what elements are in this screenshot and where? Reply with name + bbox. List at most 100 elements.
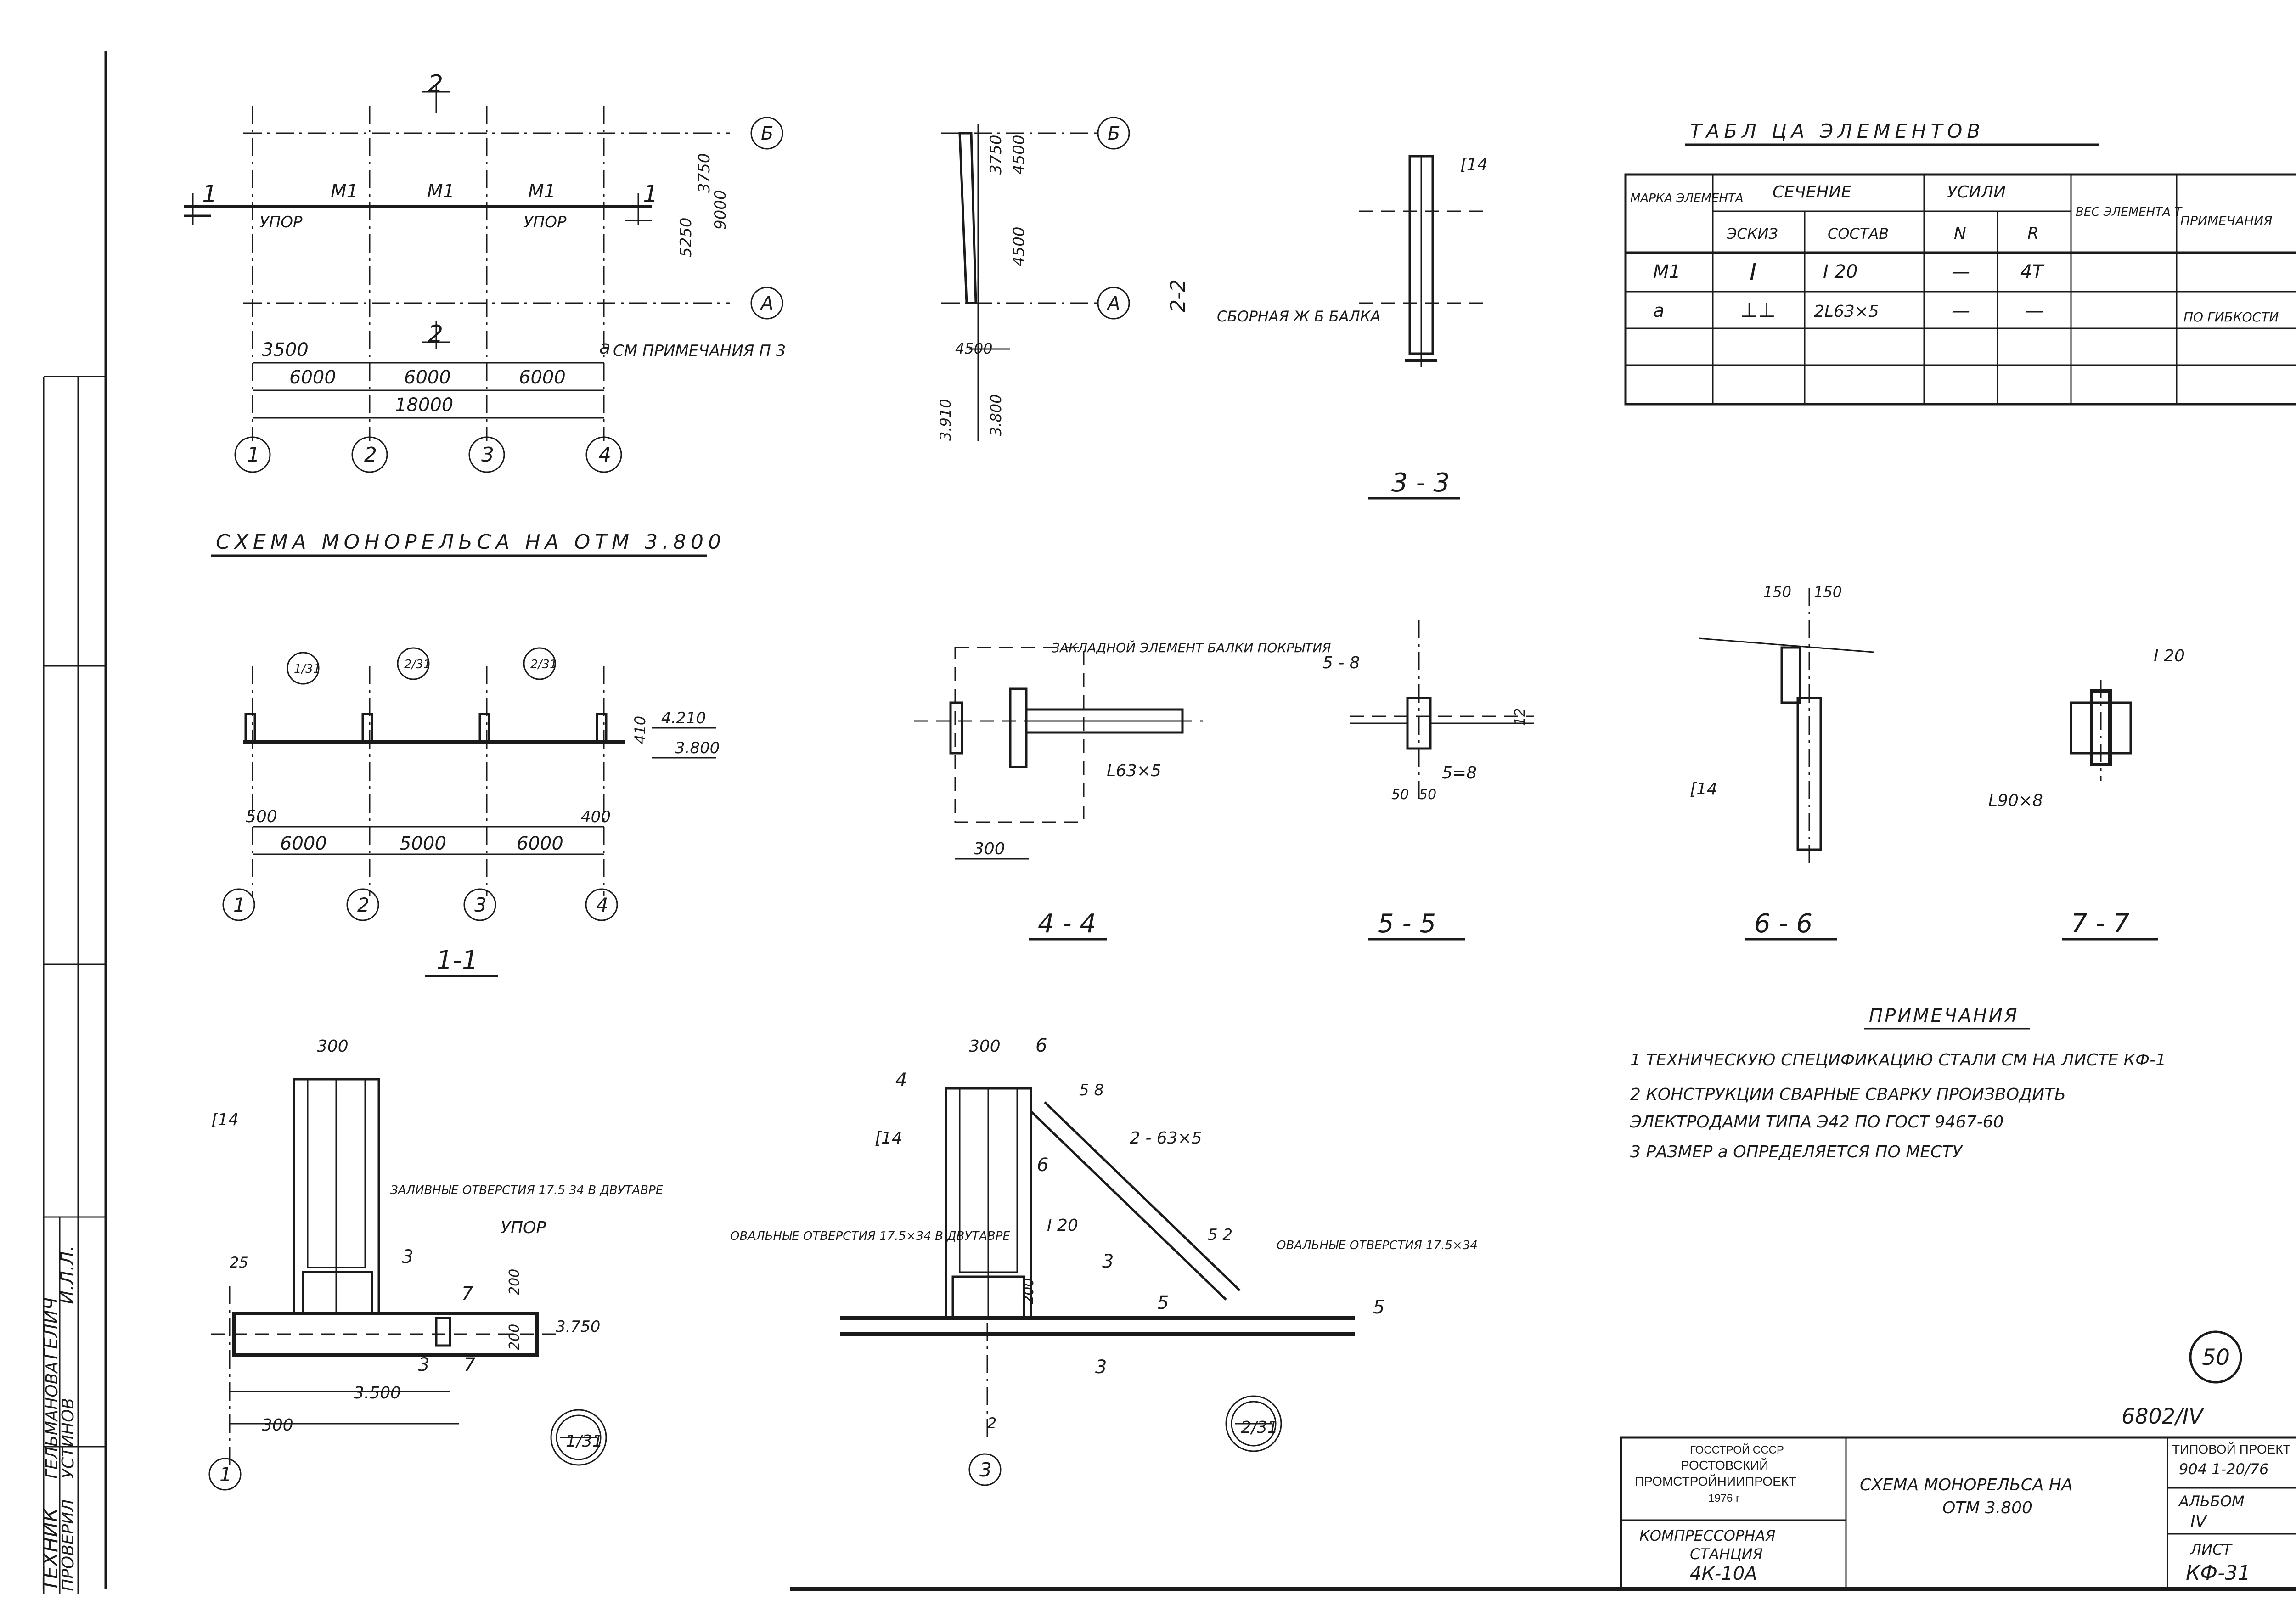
note-2b: ЭЛЕКТРОДАМИ ТИПА Э42 ПО ГОСТ 9467-60 — [1630, 1113, 2003, 1132]
s11-axis-3: 3 — [474, 894, 487, 916]
stop-label-1: УПОР — [259, 213, 303, 231]
s66-channel: [14 — [1690, 780, 1717, 799]
section-mark-top: 2 — [428, 70, 443, 98]
elev-dim-5: 3.910 — [937, 399, 954, 441]
d2-mark-3a: 3 — [1102, 1251, 1114, 1272]
d1-level: 3.750 — [556, 1318, 600, 1336]
th-composition: СОСТАВ — [1828, 225, 1889, 242]
d2-channel: [14 — [875, 1129, 902, 1148]
row1-r: 4Т — [2020, 261, 2045, 282]
th-forces: УСИЛИ — [1947, 183, 2006, 202]
tb-org-3: ПРОМСТРОЙНИИПРОЕКТ — [1635, 1474, 1796, 1488]
tb-year: 1976 г — [1708, 1492, 1740, 1504]
plan-side-dim-3: 9000 — [711, 190, 730, 230]
s44-profile: L63×5 — [1107, 761, 1161, 780]
elev-dim-3: 4500 — [1010, 226, 1028, 266]
d1-callout: 1/31 — [566, 1432, 603, 1451]
d2-mark-5a: 5 — [1157, 1292, 1169, 1313]
s44-title: 4 - 4 — [1038, 909, 1096, 939]
d1-dim-200b: 200 — [506, 1324, 523, 1350]
row2-n: — — [1952, 300, 1970, 321]
d1-dim-25: 25 — [230, 1254, 248, 1271]
d1-axis: 1 — [219, 1463, 232, 1486]
s11-level-1: 4.210 — [661, 709, 706, 727]
s33-title: 3 - 3 — [1391, 468, 1450, 498]
d1-hole-note: ЗАЛИВНЫЕ ОТВЕРСТИЯ 17.5 34 В ДВУТАВРЕ — [390, 1183, 664, 1197]
s11-level-2: 3.800 — [675, 739, 720, 757]
s66-dim-1: 150 — [1763, 583, 1791, 601]
plan-title: СХЕМА МОНОРЕЛЬСА НА ОТМ 3.800 — [216, 530, 726, 554]
beam-label-2: М1 — [427, 181, 455, 202]
tb-album-label: АЛЬБОМ — [2178, 1493, 2245, 1510]
tb-org-2: РОСТОВСКИЙ — [1681, 1458, 1768, 1472]
s77-angle: L90×8 — [1988, 791, 2043, 810]
s55-dim-3: 12 — [1512, 708, 1528, 726]
th-n: N — [1954, 224, 1966, 243]
note-1: 1 ТЕХНИЧЕСКУЮ СПЕЦИФИКАЦИЮ СТАЛИ СМ НА Л… — [1630, 1051, 2166, 1070]
axis-bubble-b: Б — [761, 123, 773, 144]
stamp-role-1: ТЕХНИК — [39, 1507, 62, 1591]
s77-profile: I 20 — [2154, 647, 2185, 665]
tb-sheet-label: ЛИСТ — [2190, 1541, 2233, 1558]
tb-object-1: КОМПРЕССОРНАЯ — [1639, 1527, 1775, 1544]
d2-axis: 3 — [979, 1459, 992, 1481]
tb-org-1: ГОССТРОЙ СССР — [1690, 1443, 1784, 1456]
row2-sketch: ⊥⊥ — [1740, 299, 1776, 322]
section-mark-bottom: 2 — [428, 321, 443, 348]
elev-dim-6: 3.800 — [987, 394, 1005, 436]
page-number: 50 6802/IV — [2122, 1330, 2242, 1429]
s77-title: 7 - 7 — [2071, 909, 2129, 939]
detail-2: 2/31 [14 I 20 2 - 63×5 ОВАЛЬНЫЕ ОТВЕРСТИ… — [730, 1035, 1478, 1486]
s11-title: 1-1 — [436, 946, 478, 975]
s11-dim-5000: 5000 — [400, 833, 446, 854]
section-5-5: 5 - 8 5=8 50 50 12 5 - 5 — [1322, 620, 1534, 941]
plan-dim-3500: 3500 — [262, 339, 309, 361]
d1-mark-3b: 3 — [418, 1354, 429, 1375]
tb-project-code: 904 1-20/76 — [2179, 1460, 2268, 1478]
row1-composition: I 20 — [1823, 261, 1857, 282]
notes-title: ПРИМЕЧАНИЯ — [1869, 1005, 2019, 1026]
d1-mark-3a: 3 — [402, 1246, 413, 1268]
stamp-extra: И.Л.Л. — [57, 1245, 78, 1304]
margin-stamp: ТЕХНИК ПРОВЕРИЛ ГЕЛЬМАНОВА УСТИНОВ ГЕЛИЧ… — [39, 376, 106, 1594]
s66-dim-2: 150 — [1814, 583, 1842, 601]
d2-mark-6a: 6 — [1035, 1035, 1047, 1056]
axis-bubble-3: 3 — [481, 443, 494, 467]
row2-mark: а — [1653, 300, 1665, 321]
section-6-6: 150 150 [14 6 - 6 — [1690, 583, 1874, 941]
tb-drawing-2: ОТМ 3.800 — [1942, 1499, 2032, 1517]
stamp-role-2: ПРОВЕРИЛ — [59, 1499, 78, 1591]
section-3-3: [14 СБОРНАЯ Ж Б БАЛКА 3 - 3 — [1217, 155, 1488, 500]
d2-angle: 2 - 63×5 — [1130, 1129, 1202, 1148]
th-note: ПРИМЕЧАНИЯ — [2180, 213, 2273, 228]
elevation-2-2: Б А 3750 4500 4500 4500 3.910 3.800 2-2 — [937, 117, 1190, 441]
ref-number: 6802/IV — [2122, 1404, 2205, 1429]
axis-bubble-4: 4 — [598, 443, 611, 467]
d1-channel: [14 — [211, 1110, 239, 1129]
stamp-name-3: ГЕЛИЧ — [41, 1297, 62, 1359]
title-block: ГОССТРОЙ СССР РОСТОВСКИЙ ПРОМСТРОЙНИИПРО… — [1620, 1436, 2296, 1590]
s11-dim-6000-1: 6000 — [280, 833, 327, 854]
plan-side-dim-1: 3750 — [695, 153, 714, 193]
section-1-1: 1/31 2/31 2/31 500 6000 5000 6000 400 41… — [222, 647, 720, 977]
th-sketch: ЭСКИЗ — [1726, 225, 1778, 242]
s11-dim-500: 500 — [246, 807, 277, 826]
section-4-4: ЗАКЛАДНОЙ ЭЛЕМЕНТ БАЛКИ ПОКРЫТИЯ L63×5 3… — [914, 640, 1331, 941]
th-weight: ВЕС ЭЛЕМЕНТА Т — [2076, 205, 2183, 219]
row1-sketch: I — [1750, 259, 1756, 286]
s55-title: 5 - 5 — [1378, 909, 1436, 939]
tb-object-3: 4К-10А — [1690, 1563, 1757, 1584]
section-mark-left: 1 — [202, 180, 217, 208]
plan-note-mark: а — [599, 337, 611, 358]
tb-album: IV — [2190, 1512, 2208, 1531]
plan-scheme: 2 2 1 1 М1 М1 М1 УПОР УПОР 3500 6000 600… — [184, 70, 786, 557]
note-3: 3 РАЗМЕР а ОПРЕДЕЛЯЕТСЯ ПО МЕСТУ — [1630, 1143, 1963, 1161]
elev-axis-b: Б — [1108, 123, 1120, 144]
d2-weld-2: 5 2 — [1208, 1226, 1232, 1244]
section-7-7: I 20 L90×8 7 - 7 — [1988, 647, 2185, 941]
d2-hole-note-left: ОВАЛЬНЫЕ ОТВЕРСТИЯ 17.5×34 В ДВУТАВРЕ — [730, 1229, 1010, 1243]
d1-dim-300: 300 — [317, 1037, 349, 1056]
axis-bubble-a: А — [760, 293, 773, 314]
s11-callout-2: 2/31 — [404, 658, 431, 671]
s55-dim-2: 50 — [1419, 787, 1436, 803]
